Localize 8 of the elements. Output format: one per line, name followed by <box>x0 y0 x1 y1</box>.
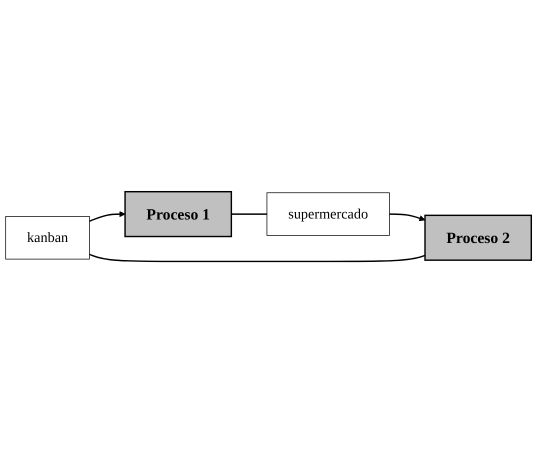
arrow <box>89 210 126 222</box>
node-box: Proceso 1 <box>124 190 232 238</box>
arrow <box>389 213 426 222</box>
node-box: kanban <box>5 216 90 260</box>
node-box: supermercado <box>266 192 390 236</box>
node-box: Proceso 2 <box>424 214 532 261</box>
connector <box>231 213 267 215</box>
connector <box>89 254 426 262</box>
